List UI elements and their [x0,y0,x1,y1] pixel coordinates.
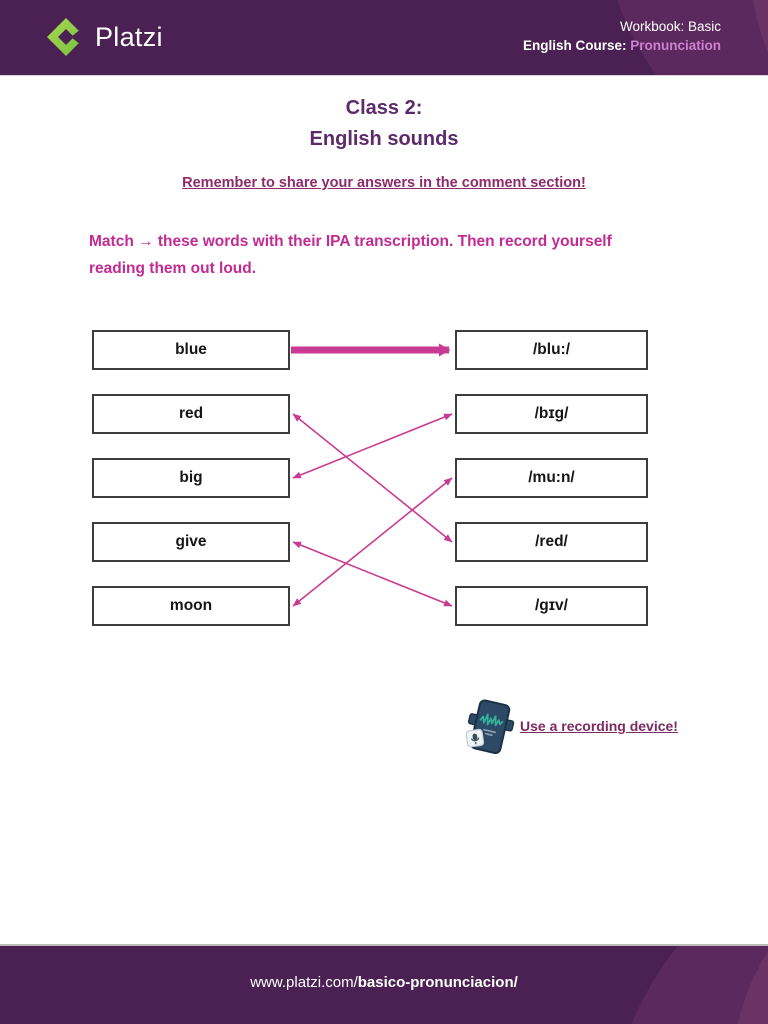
ipa-column: /blu:/ /bɪg/ /mu:n/ /red/ /gɪv/ [455,330,648,650]
ipa-box: /gɪv/ [455,586,648,626]
match-line [292,541,453,607]
ipa-box: /red/ [455,522,648,562]
ipa-box: /mu:n/ [455,458,648,498]
match-line [292,477,453,607]
course-label: English Course: Pronunciation [523,37,721,56]
course-name: Pronunciation [630,37,721,53]
header: Platzi Workbook: Basic English Course: P… [0,0,768,76]
platzi-logo-icon [47,18,86,56]
course-label-text: English Course: [522,37,627,53]
ipa-box: /blu:/ [455,330,648,370]
words-column: blue red big give moon [92,330,290,650]
page-title-line1: Class 2: [345,97,423,119]
match-line [292,413,453,479]
word-box: moon [92,586,290,626]
workbook-label: Workbook: Basic [619,19,721,34]
ipa-box: /bɪg/ [455,394,648,434]
recording-device-icon [465,699,515,754]
page-title-line2: English sounds [309,128,459,150]
word-box: red [92,394,290,434]
footer-url-slug: basico-pronunciacion/ [357,974,518,991]
header-meta: Workbook: Basic English Course: Pronunci… [523,18,721,55]
brand-name: Platzi [95,21,163,52]
footer-url-prefix: www.platzi.com/ [250,974,358,991]
matching-exercise: blue red big give moon /blu:/ /bɪg/ /mu:n/ /red… [92,330,648,650]
platzi-logo: Platzi [46,17,163,57]
recording-link[interactable]: Use a recording device! [520,718,678,734]
word-box: give [92,522,290,562]
reminder-link[interactable]: Remember to share your answers in the co… [182,175,586,191]
footer-url[interactable]: www.platzi.com/basico-pronunciacion/ [0,974,768,991]
match-line [292,413,453,543]
page-title: Class 2: English sounds [0,93,768,155]
footer: www.platzi.com/basico-pronunciacion/ [0,944,768,1024]
word-box: big [92,458,290,498]
instructions-text: Match → these words with their IPA trans… [89,233,612,277]
word-box: blue [92,330,290,370]
microphone-cube [465,728,485,748]
